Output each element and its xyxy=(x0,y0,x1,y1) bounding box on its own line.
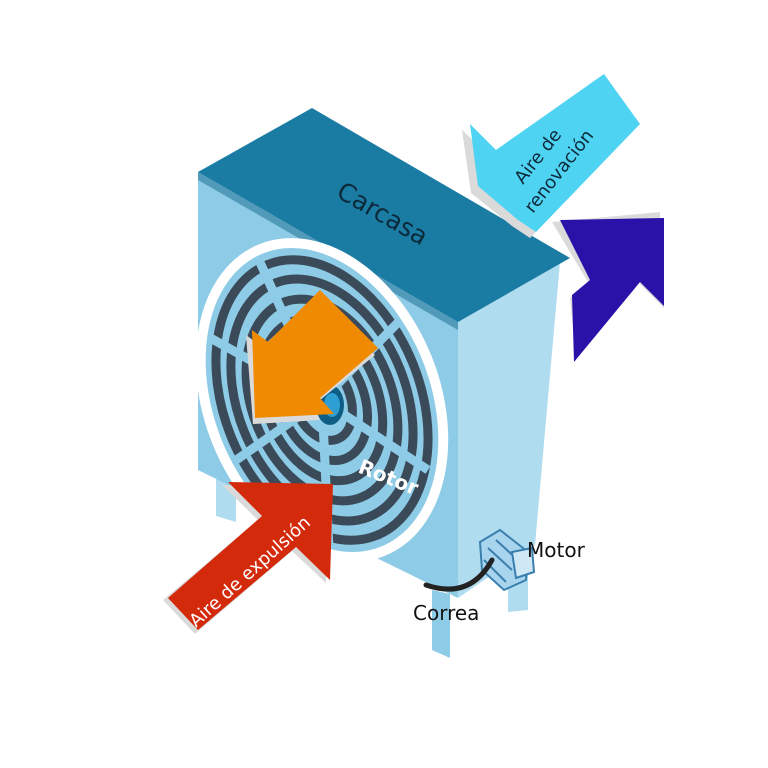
belt-label: Correa xyxy=(413,601,479,625)
airflow-arrow-purple xyxy=(552,212,664,362)
belt-icon xyxy=(423,557,495,592)
motor-label: Motor xyxy=(527,538,586,562)
fresh-air-arrow xyxy=(462,74,640,238)
exhaust-air-arrow xyxy=(163,482,333,634)
housing-side-face xyxy=(458,262,560,598)
housing-top xyxy=(198,108,570,322)
airflow-arrow-orange xyxy=(246,290,378,424)
motor-icon xyxy=(478,528,536,592)
